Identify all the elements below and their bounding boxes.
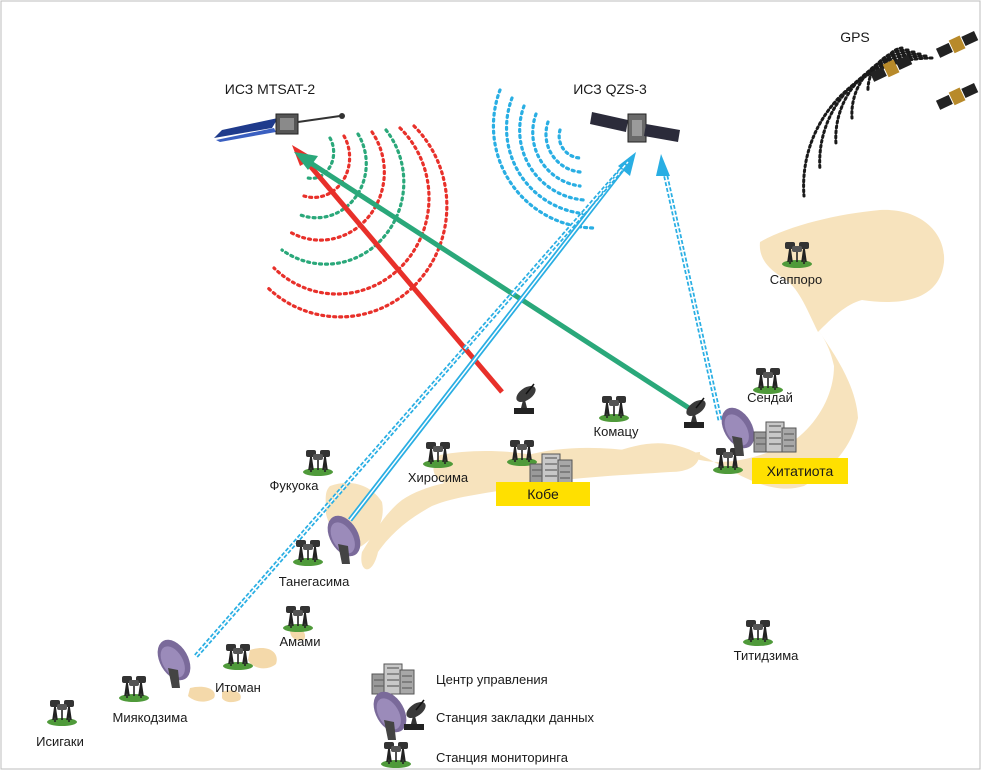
legend-monitor-station-label: Станция мониторинга <box>436 750 569 765</box>
qzs-satellite-icon <box>590 112 680 143</box>
mtsat-satellite-icon <box>214 113 345 142</box>
label-sendai: Сендай <box>747 390 793 405</box>
legend-control-center-label: Центр управления <box>436 672 548 687</box>
label-amami: Амами <box>279 634 320 649</box>
kobe-highlight-box <box>496 482 590 506</box>
label-kobe: Кобе <box>527 486 559 502</box>
label-sapporo: Саппоро <box>770 272 823 287</box>
label-chichijima: Титидзима <box>734 648 800 663</box>
label-itoman: Итоман <box>215 680 261 695</box>
label-tanegashima: Танегасима <box>279 574 350 589</box>
hitachiota-highlight-box <box>752 458 848 484</box>
gps-label: GPS <box>840 29 870 45</box>
legend: Центр управления Станция закладки данных… <box>366 663 594 769</box>
mtsat-label: ИСЗ MTSAT-2 <box>225 81 316 97</box>
label-hiroshima: Хиросима <box>408 470 469 485</box>
qzs-signal-arcs <box>491 88 596 230</box>
label-fukuoka: Фукуока <box>270 478 320 493</box>
qzs-label: ИСЗ QZS-3 <box>573 81 647 97</box>
mtsat-signal-arcs <box>264 124 449 319</box>
green-uplink-line <box>304 157 694 413</box>
legend-uplink-station-label: Станция закладки данных <box>436 710 594 725</box>
label-komatsu: Комацу <box>594 424 639 439</box>
label-hitachiota: Хитатиота <box>767 463 834 479</box>
label-miyakojima: Миякодзима <box>113 710 189 725</box>
links <box>194 145 723 658</box>
gps-satellite-icons <box>869 31 979 110</box>
red-uplink-line <box>298 152 504 394</box>
label-ishigaki: Исигаки <box>36 734 84 749</box>
